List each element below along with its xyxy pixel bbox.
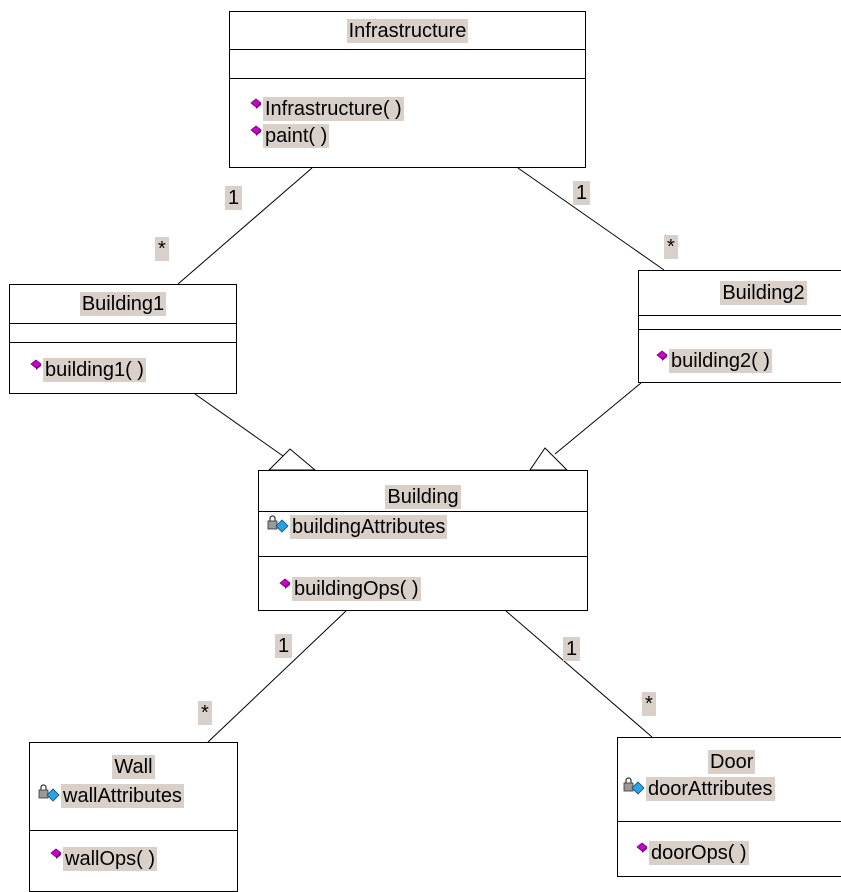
operation-icon — [250, 124, 262, 136]
multiplicity-building-door-many: * — [642, 692, 656, 716]
association-line-building-wall — [207, 610, 347, 743]
multiplicity-infra-building2-one: 1 — [573, 181, 591, 205]
attribute-label: doorAttributes — [646, 777, 775, 801]
operations-compartment: building2( ) — [639, 330, 841, 375]
operation-icon — [656, 350, 668, 361]
operation-row: building1( ) — [10, 356, 236, 384]
association-line-building-door — [505, 610, 653, 738]
operations-compartment: Infrastructure( ) paint( ) — [230, 79, 585, 149]
attribute-label: buildingAttributes — [290, 515, 448, 539]
generalization-line-building1 — [194, 393, 284, 457]
class-name: Wall — [112, 755, 155, 779]
operation-icon — [30, 359, 42, 370]
operation-label: building2( ) — [669, 349, 772, 373]
operation-row: wallOps( ) — [30, 845, 237, 873]
class-name: Infrastructure — [346, 18, 469, 43]
attribute-label: wallAttributes — [61, 784, 184, 808]
operation-row: buildingOps( ) — [259, 575, 587, 603]
association-line-infrastructure-building1 — [177, 167, 313, 285]
class-name-compartment: Wall — [30, 743, 237, 779]
multiplicity-infra-building2-many: * — [664, 235, 678, 259]
attribute-lock-icon — [38, 784, 60, 802]
multiplicity-building-door-one: 1 — [563, 637, 581, 661]
operation-row: doorOps( ) — [618, 839, 841, 867]
operation-icon — [279, 578, 291, 589]
generalization-line-building2 — [554, 382, 642, 455]
attributes-compartment — [10, 324, 236, 343]
multiplicity-building-wall-many: * — [198, 701, 212, 725]
operation-label: building1( ) — [43, 358, 146, 382]
attributes-compartment: wallAttributes — [30, 779, 237, 831]
operation-label: wallOps( ) — [63, 847, 158, 871]
operation-row: paint( ) — [230, 122, 585, 149]
class-name: Building — [385, 485, 461, 509]
operation-label: paint( ) — [263, 123, 330, 148]
attributes-compartment: buildingAttributes — [259, 511, 587, 557]
class-infrastructure[interactable]: Infrastructure Infrastructure( ) paint( … — [229, 11, 586, 168]
attribute-lock-icon — [623, 777, 645, 795]
operation-label: buildingOps( ) — [292, 577, 421, 601]
operations-compartment: building1( ) — [10, 343, 236, 384]
attributes-compartment — [639, 316, 841, 330]
class-building[interactable]: Building buildingAttributes buildingOps(… — [258, 470, 588, 611]
operation-row: Infrastructure( ) — [230, 95, 585, 122]
generalization-arrowhead-building2 — [529, 447, 569, 471]
class-name-compartment: Infrastructure — [230, 12, 585, 50]
attributes-compartment: doorAttributes — [618, 774, 841, 822]
class-wall[interactable]: Wall wallAttributes wallOps( ) — [29, 742, 238, 892]
class-building1[interactable]: Building1 building1( ) — [9, 284, 237, 394]
attribute-row: wallAttributes — [30, 779, 237, 813]
operations-compartment: wallOps( ) — [30, 831, 237, 873]
generalization-arrowhead-building1 — [267, 448, 317, 471]
class-name-compartment: Building1 — [10, 285, 236, 324]
operations-compartment: doorOps( ) — [618, 822, 841, 867]
attribute-row: doorAttributes — [618, 774, 841, 804]
attribute-row: buildingAttributes — [259, 512, 587, 542]
class-name-compartment: Building2 — [639, 271, 841, 316]
attributes-compartment — [230, 50, 585, 79]
class-building2[interactable]: Building2 building2( ) — [638, 270, 841, 383]
multiplicity-building-wall-one: 1 — [275, 634, 293, 658]
operation-icon — [50, 848, 62, 859]
operation-label: Infrastructure( ) — [263, 96, 404, 121]
operation-label: doorOps( ) — [649, 841, 749, 865]
class-name-compartment: Door — [618, 738, 841, 774]
class-name: Building2 — [720, 281, 807, 305]
operation-icon — [250, 97, 262, 109]
class-name: Door — [708, 750, 756, 774]
operations-compartment: buildingOps( ) — [259, 557, 587, 603]
class-door[interactable]: Door doorAttributes doorOps( ) — [617, 737, 841, 877]
class-name: Building1 — [79, 292, 167, 316]
association-line-infrastructure-building2 — [517, 167, 665, 271]
multiplicity-infra-building1-many: * — [155, 237, 169, 261]
operation-row: building2( ) — [639, 347, 841, 375]
class-name-compartment: Building — [259, 471, 587, 511]
attribute-lock-icon — [267, 515, 289, 533]
multiplicity-infra-building1-one: 1 — [225, 186, 243, 210]
operation-icon — [636, 842, 648, 853]
